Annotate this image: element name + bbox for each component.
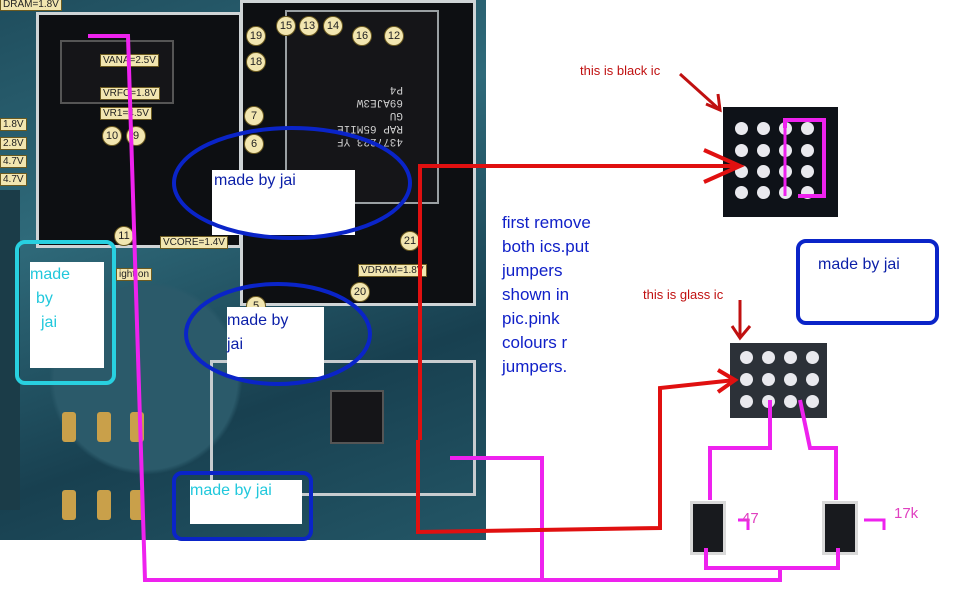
arrow-head (705, 93, 722, 113)
test-point: 10 (102, 126, 122, 146)
solder-ball (735, 122, 748, 135)
jumper-wire (704, 548, 840, 570)
label-patch-1: made by jai (212, 170, 355, 235)
highlight-box (796, 239, 939, 325)
solder-ball (735, 186, 748, 199)
solder-ball (762, 351, 775, 364)
highlight-box-cyan (15, 240, 116, 385)
test-point: 13 (299, 16, 319, 36)
solder-ball (762, 373, 775, 386)
voltage-tag: 2.8V (0, 137, 27, 150)
test-point: 20 (350, 282, 370, 302)
voltage-tag: 4.7V (0, 173, 27, 186)
test-point: 16 (352, 26, 372, 46)
jumper-wire (738, 518, 750, 530)
arrow-head (730, 325, 752, 341)
arrow-head (716, 368, 739, 394)
test-point: 15 (276, 16, 296, 36)
solder-ball (806, 373, 819, 386)
test-point: 21 (400, 231, 420, 251)
voltage-tag: VCORE=1.4V (160, 236, 228, 249)
highlight-ellipse (184, 282, 372, 386)
watermark-label: made by jai (190, 482, 272, 499)
test-point: 11 (114, 226, 134, 246)
test-point: 6 (244, 134, 264, 154)
solder-ball (806, 351, 819, 364)
solder-ball (740, 351, 753, 364)
test-point: 14 (323, 16, 343, 36)
voltage-tag: 4.7V (0, 155, 27, 168)
contact-pad (97, 412, 111, 442)
jumper-wire (708, 400, 772, 500)
highlight-box (172, 471, 313, 541)
solder-ball (806, 395, 819, 408)
test-point: 18 (246, 52, 266, 72)
small-chip (330, 390, 384, 444)
solder-ball (801, 144, 814, 157)
watermark-label: made by jai (214, 172, 296, 189)
solder-ball (784, 351, 797, 364)
solder-ball (784, 395, 797, 408)
pointer-arrow (678, 72, 722, 112)
solder-ball (801, 165, 814, 178)
watermark-label: made by jai (818, 256, 900, 273)
glass-ic (730, 343, 827, 418)
contact-pad (97, 490, 111, 520)
label-patch-2: made by jai (30, 262, 104, 368)
test-point: 7 (244, 106, 264, 126)
watermark-label-split: made by jai (227, 312, 289, 353)
test-point: 12 (384, 26, 404, 46)
solder-ball (740, 373, 753, 386)
jumper-wire (783, 118, 826, 198)
label-patch-3: made by jai (227, 307, 324, 377)
resistor-value-left: 47 (742, 510, 759, 527)
resistor-value-right: 17k (894, 505, 919, 522)
solder-ball (740, 395, 753, 408)
contact-pad (62, 412, 76, 442)
voltage-tag: VDRAM=1.8V (358, 264, 427, 277)
voltage-tag: DRAM=1.8V (0, 0, 62, 11)
jumper-wire (88, 34, 782, 582)
highlight-ellipse (172, 126, 412, 240)
signal-line (418, 164, 740, 440)
solder-ball (801, 122, 814, 135)
shield-frame-bottom (210, 360, 476, 496)
solder-ball (784, 373, 797, 386)
label-patch-4: made by jai (190, 480, 302, 524)
jumper-wire (798, 399, 838, 500)
solder-ball (757, 122, 770, 135)
voltage-tag: 1.8V (0, 118, 27, 131)
instructions-text: first remove both ics.put jumpers shown … (502, 213, 591, 376)
voltage-tag: VR1=4.5V (100, 107, 152, 120)
jumper-wire (864, 518, 886, 530)
test-point: 19 (246, 26, 266, 46)
contact-pad (62, 490, 76, 520)
arrow-head (703, 148, 745, 184)
black-ic-label: this is black ic (580, 63, 661, 78)
solder-ball (757, 144, 770, 157)
black-ic (723, 107, 838, 217)
glass-ic-label: this is glass ic (643, 287, 724, 302)
solder-ball (757, 165, 770, 178)
signal-line (416, 378, 736, 535)
jumper-wire (450, 456, 544, 580)
solder-ball (735, 144, 748, 157)
watermark-label-stacked: made by jai (30, 266, 71, 331)
solder-ball (757, 186, 770, 199)
